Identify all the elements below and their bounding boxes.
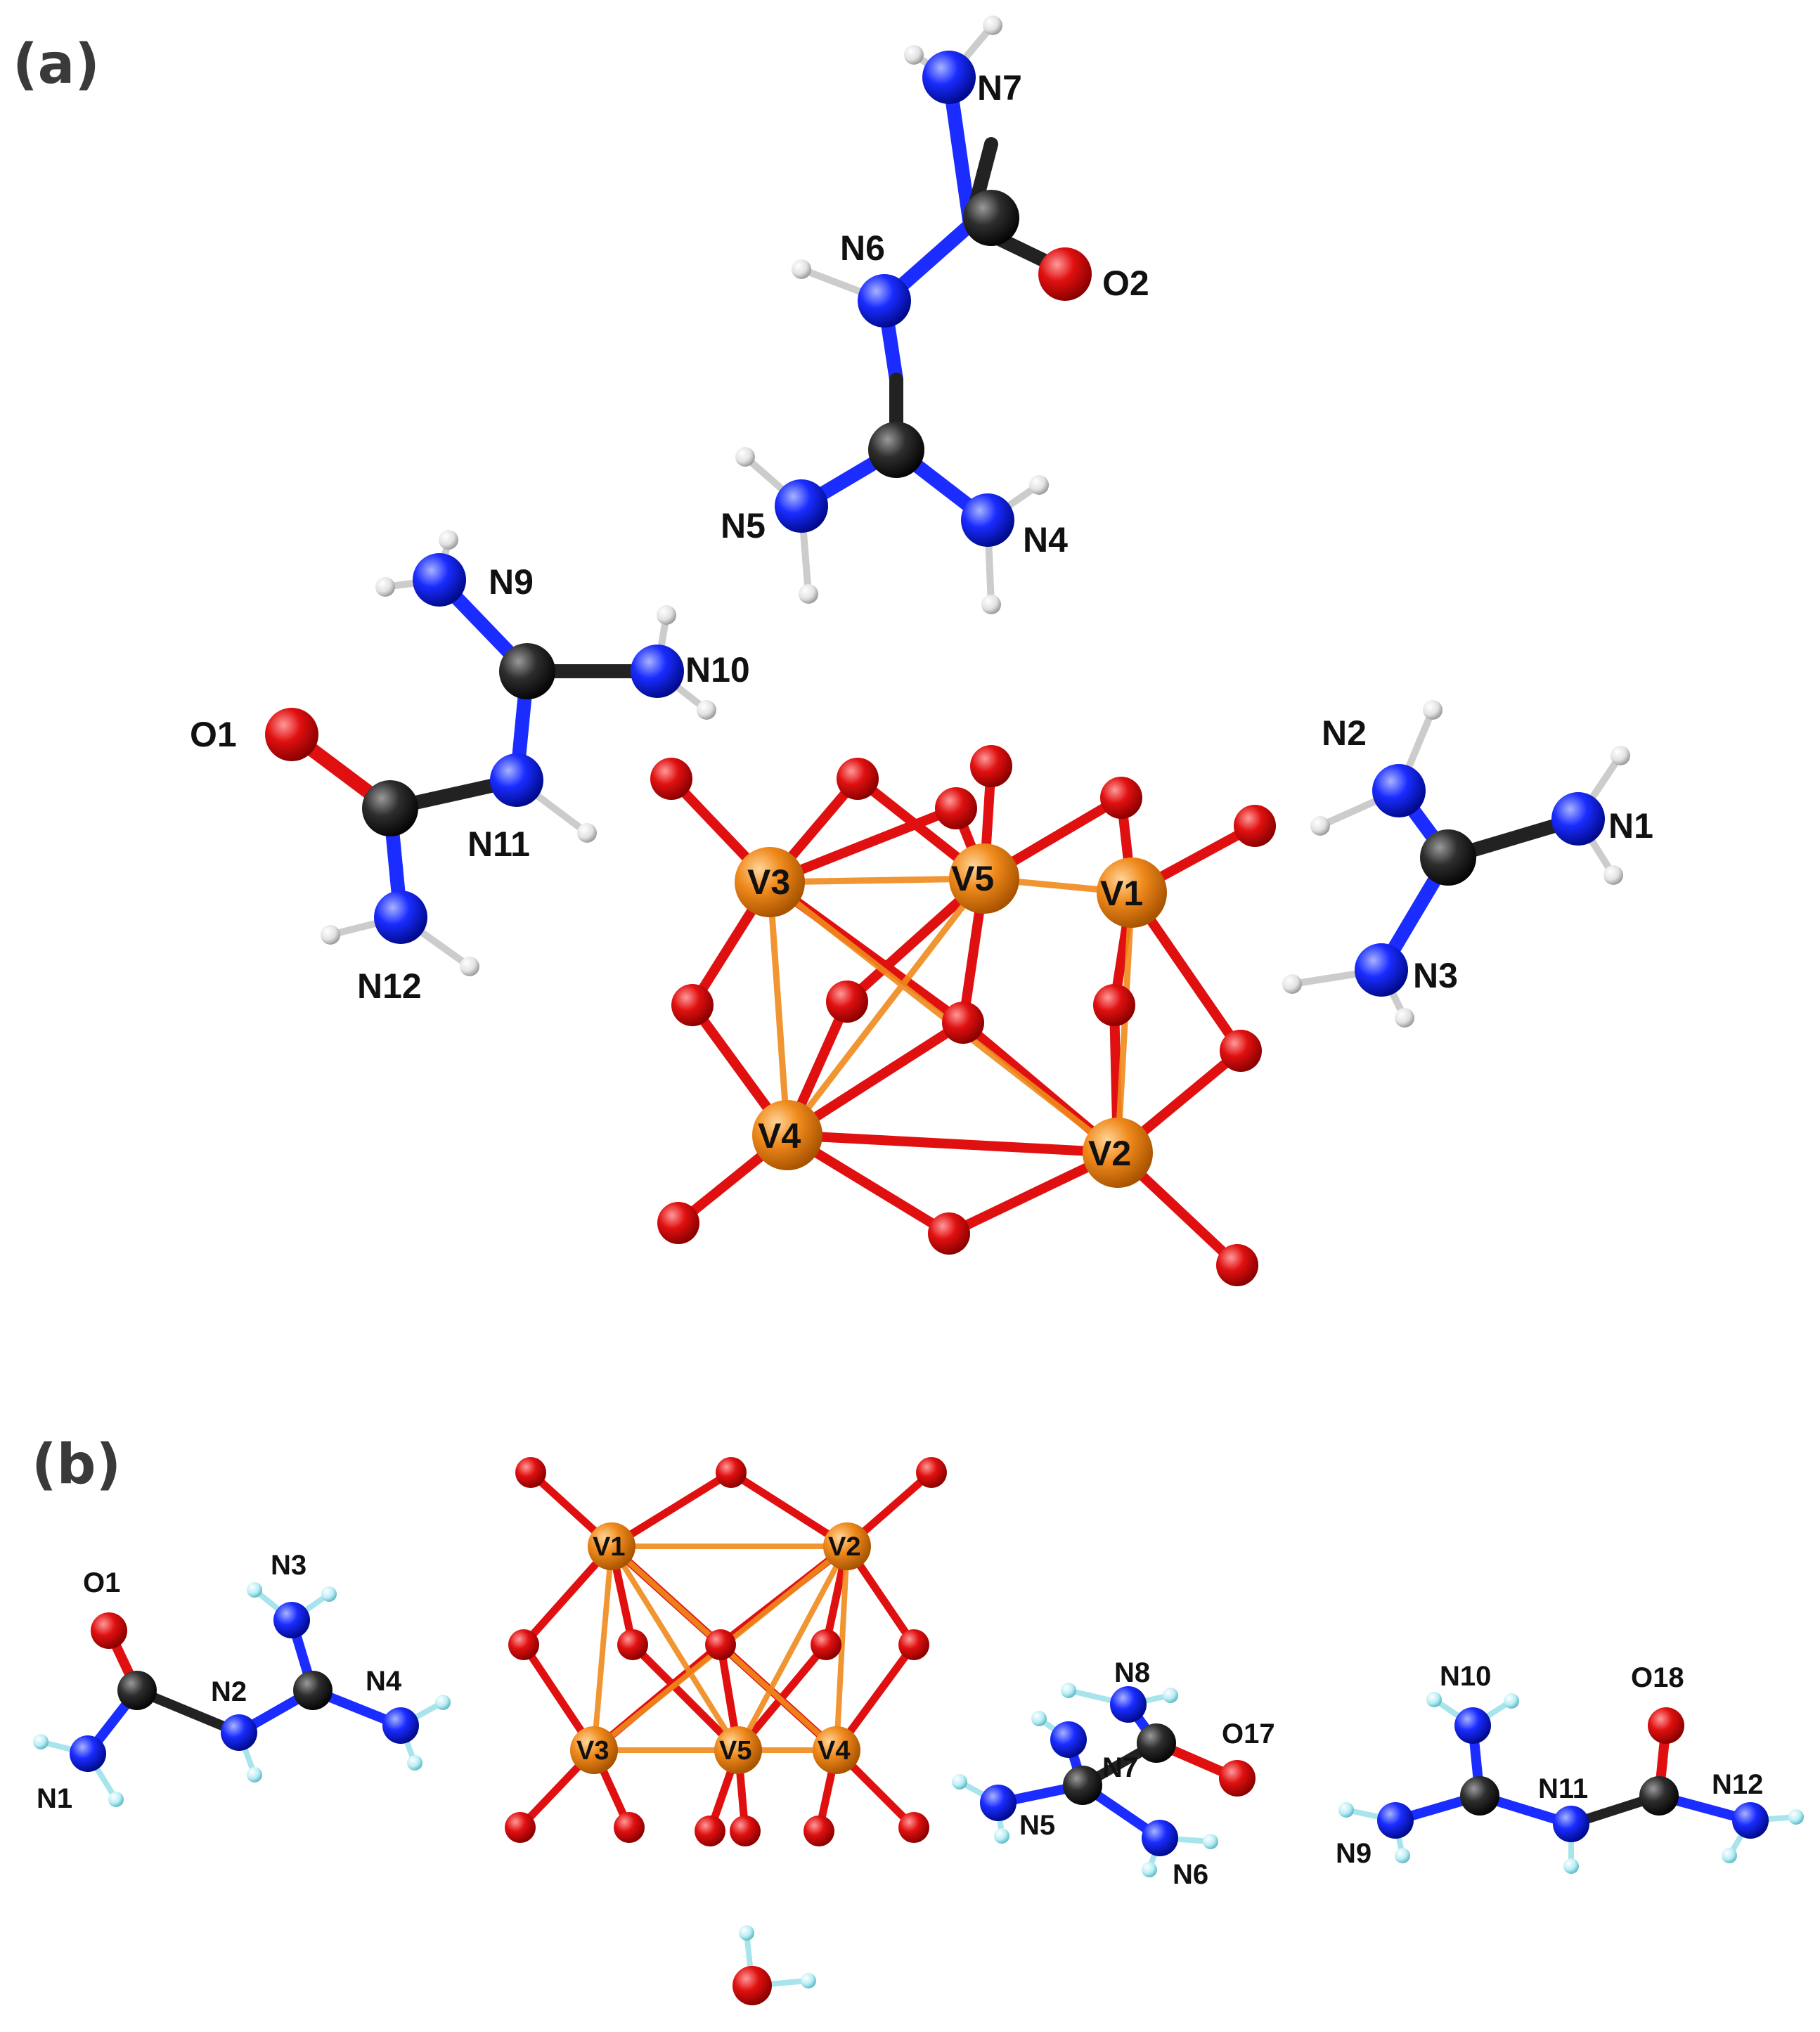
atom-label: N3 xyxy=(1413,956,1458,995)
molecule-b-right xyxy=(1338,1692,1804,1874)
atom-label: O1 xyxy=(83,1567,120,1598)
atom-label: N1 xyxy=(1608,806,1653,846)
atom-label: N10 xyxy=(1440,1661,1491,1692)
vanadium-label: V4 xyxy=(818,1736,850,1766)
atom-label: N3 xyxy=(271,1550,306,1581)
atom-label: O17 xyxy=(1222,1719,1275,1749)
molecule-b-middle xyxy=(952,1683,1256,1877)
atom-label: N6 xyxy=(1173,1859,1208,1890)
panel-a: (a) xyxy=(13,15,1653,1286)
atom-label: N5 xyxy=(721,506,766,545)
vanadium-label: V3 xyxy=(576,1736,609,1766)
atom-label: N4 xyxy=(1023,520,1068,559)
atom-label: N4 xyxy=(366,1666,402,1697)
atom-label: N12 xyxy=(1712,1769,1763,1800)
atom-label: N7 xyxy=(977,68,1022,108)
vanadate-cluster-b xyxy=(505,1457,947,1846)
vanadium-label: V5 xyxy=(951,859,994,898)
atom-label: N6 xyxy=(840,228,885,268)
atom-label: N2 xyxy=(1322,713,1367,753)
panel-a-labels: N7 N6 O2 N5 N4 N9 N10 O1 N11 N12 N2 N1 N… xyxy=(190,68,1653,1173)
atom-label: N12 xyxy=(357,966,422,1006)
atom-label: N9 xyxy=(1336,1838,1372,1869)
vanadium-label: V2 xyxy=(1088,1134,1131,1173)
panel-b: (b) xyxy=(32,1433,1804,2005)
atom-label: N8 xyxy=(1114,1657,1150,1688)
atom-label: N9 xyxy=(489,562,534,602)
panel-b-labels: O1 N3 N2 N4 N1 N8 O17 N7 N5 N6 N10 O18 N… xyxy=(37,1532,1763,1890)
vanadate-cluster-a xyxy=(650,745,1276,1286)
vanadium-label: V5 xyxy=(719,1736,751,1766)
atom-label: N2 xyxy=(211,1676,247,1707)
atom-label: O18 xyxy=(1631,1662,1684,1693)
molecule-right xyxy=(1282,700,1630,1028)
vanadium-label: V3 xyxy=(747,862,790,902)
atom-label: O1 xyxy=(190,715,237,754)
atom-label: N7 xyxy=(1102,1752,1138,1783)
atom-label: N10 xyxy=(685,650,750,690)
atom-label: N5 xyxy=(1019,1810,1055,1841)
atom-label: O2 xyxy=(1102,264,1149,303)
vanadium-label: V4 xyxy=(758,1116,801,1156)
atom-label: N1 xyxy=(37,1783,72,1814)
panel-b-label: (b) xyxy=(32,1433,121,1496)
panel-a-label: (a) xyxy=(13,33,100,96)
vanadium-label: V1 xyxy=(593,1532,625,1562)
water-molecule xyxy=(732,1925,816,2005)
molecule-left xyxy=(265,530,716,976)
molecule-top xyxy=(735,15,1092,614)
vanadium-label: V1 xyxy=(1100,874,1143,913)
vanadium-label: V2 xyxy=(828,1532,860,1562)
molecule-b-left xyxy=(33,1582,451,1807)
atom-label: N11 xyxy=(467,824,530,864)
atom-label: N11 xyxy=(1538,1773,1588,1804)
